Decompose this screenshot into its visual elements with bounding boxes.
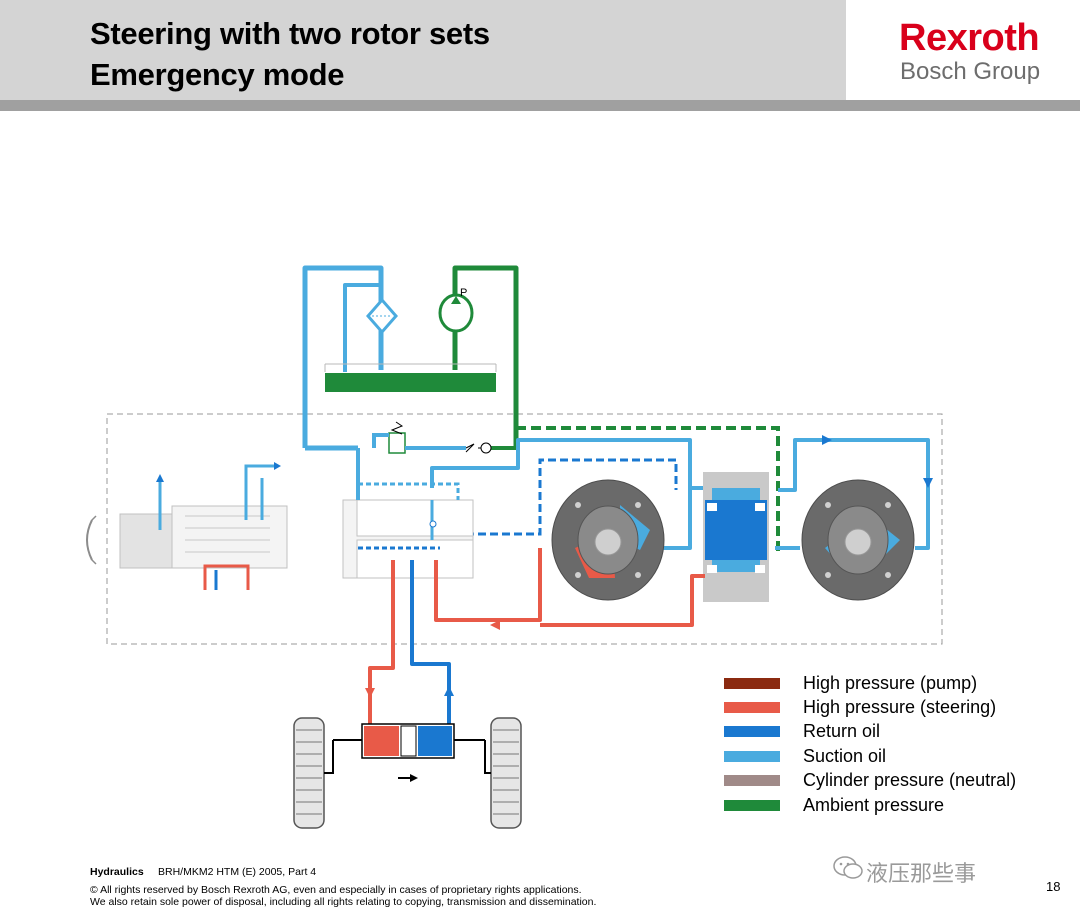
- flow-arrow: [156, 474, 164, 482]
- flow-arrow: [822, 435, 832, 445]
- filter-symbol: [366, 297, 398, 335]
- steering-cylinder: [333, 723, 485, 782]
- flow-arrow: [444, 686, 454, 696]
- return-oil-line: [358, 458, 678, 548]
- header-divider: [0, 100, 1080, 111]
- ambient-pressure-line: [516, 426, 780, 552]
- legend-swatch: [724, 702, 780, 713]
- logo-area: [846, 0, 1080, 100]
- legend-swatch: [724, 726, 780, 737]
- watermark: 液压那些事: [866, 861, 977, 886]
- legend-swatch: [724, 751, 780, 762]
- suction-lines: [430, 438, 930, 550]
- wechat-icon: [833, 856, 863, 879]
- flow-arrow: [365, 688, 375, 698]
- footer-copyright-line2: We also retain sole power of disposal, i…: [90, 896, 597, 908]
- legend-label: High pressure (steering): [803, 697, 997, 717]
- legend-swatch: [724, 775, 780, 786]
- page-number: 18: [1046, 879, 1061, 894]
- pump-label: P: [460, 287, 467, 299]
- return-oil-cylinder-line: [410, 560, 451, 724]
- rotor-set-1: [551, 479, 665, 601]
- steering-column: [86, 505, 288, 569]
- rexroth-logo: Rexroth: [899, 17, 1040, 59]
- footer-reference: BRH/MKM2 HTM (E) 2005, Part 4: [158, 866, 317, 878]
- flow-arrow: [923, 478, 933, 488]
- legend-label: Suction oil: [803, 746, 887, 766]
- flow-arrow: [274, 462, 281, 470]
- check-valve: [405, 442, 492, 454]
- legend-label: Ambient pressure: [803, 795, 945, 815]
- flow-arrow: [490, 620, 500, 630]
- slide-title: Steering with two rotor sets: [90, 16, 490, 51]
- relief-valve: [372, 421, 406, 454]
- switching-valve: [703, 472, 769, 602]
- legend-label: Cylinder pressure (neutral): [803, 770, 1017, 790]
- legend-swatch: [724, 800, 780, 811]
- legend-label: Return oil: [803, 721, 881, 741]
- footer-copyright-line1: © All rights reserved by Bosch Rexroth A…: [90, 884, 582, 896]
- bosch-group-logo: Bosch Group: [900, 58, 1041, 85]
- rotor-set-2: [801, 479, 915, 601]
- steering-control-valve: [342, 448, 474, 579]
- legend-swatch: [724, 678, 780, 689]
- steering-column-ports: [158, 464, 276, 590]
- right-wheel: [484, 717, 522, 829]
- tank-reservoir: [302, 265, 519, 451]
- footer-department: Hydraulics: [90, 866, 144, 878]
- left-wheel: [293, 717, 334, 829]
- tank-oil-level: [325, 373, 496, 392]
- slide-subtitle: Emergency mode: [90, 57, 345, 92]
- pump-symbol: P: [438, 287, 474, 333]
- legend-label: High pressure (pump): [803, 673, 978, 693]
- steering-unit-outline: [106, 413, 943, 645]
- header-bar: [0, 0, 846, 100]
